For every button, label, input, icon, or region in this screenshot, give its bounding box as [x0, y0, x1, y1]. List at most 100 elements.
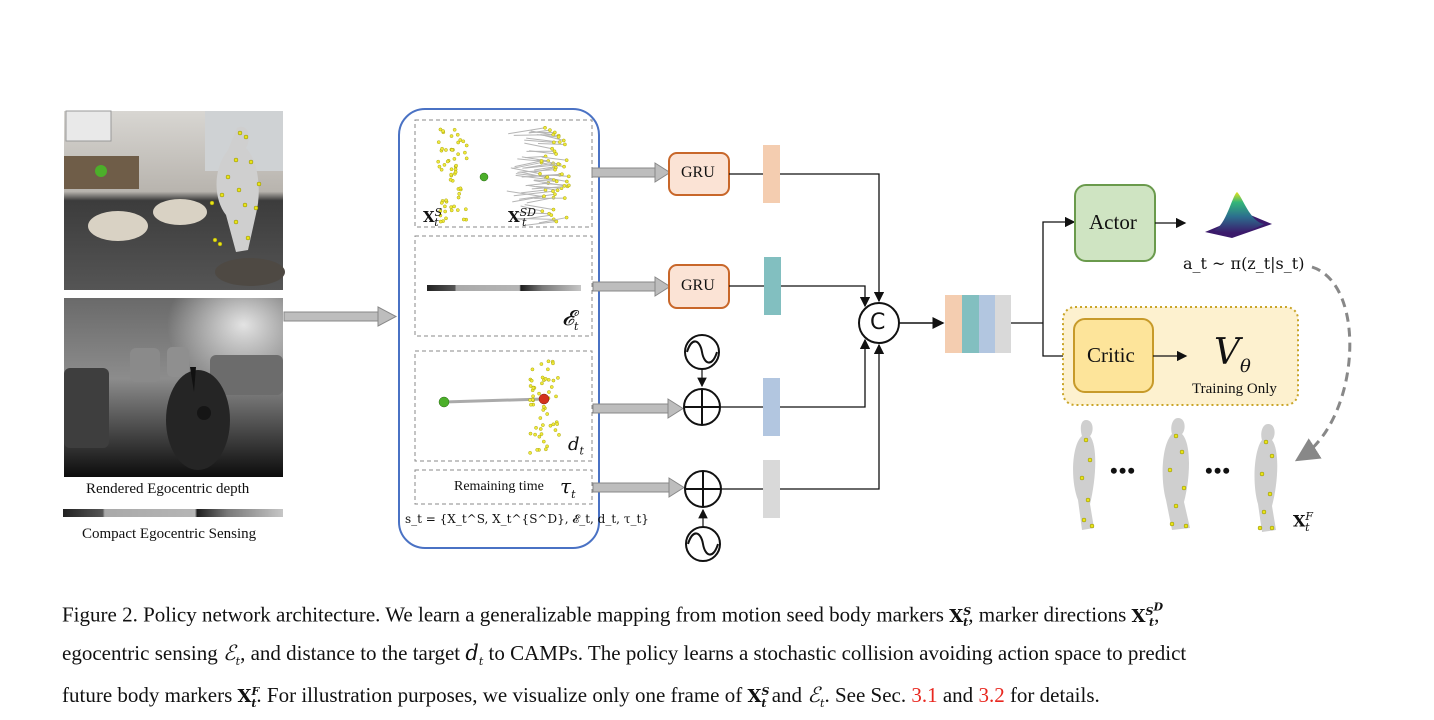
marker-point	[541, 423, 544, 426]
marker-point	[458, 192, 461, 195]
marker-point	[546, 445, 549, 448]
marker-directions-label: XSDt	[508, 206, 540, 229]
marker-point	[440, 147, 443, 150]
marker-point	[550, 214, 553, 217]
input-arrow	[284, 307, 396, 326]
marker-point	[556, 189, 559, 192]
marker-point	[540, 432, 543, 435]
marker-point	[529, 451, 532, 454]
marker-point	[555, 180, 558, 183]
feedback-dashed-arrow	[1300, 267, 1350, 458]
future-markers-label: XFt	[1293, 510, 1317, 534]
marker-point	[563, 197, 566, 200]
critic-label: Critic	[1087, 343, 1135, 368]
marker-point	[552, 196, 555, 199]
marker-point	[532, 386, 535, 389]
marker-point	[540, 382, 543, 385]
add-icon-2	[685, 471, 721, 507]
marker-point	[550, 385, 553, 388]
marker-point	[446, 160, 449, 163]
marker-point	[459, 187, 462, 190]
marker-point	[444, 148, 447, 151]
tau-symbol: τt	[560, 474, 576, 501]
marker-point	[531, 395, 534, 398]
marker-point	[562, 139, 565, 142]
marker-point	[539, 416, 542, 419]
marker-point	[551, 147, 554, 150]
marker-point	[546, 175, 549, 178]
marker-point	[544, 448, 547, 451]
marker-point	[557, 162, 560, 165]
marker-point	[549, 424, 552, 427]
marker-point	[438, 165, 441, 168]
marker-point	[552, 423, 555, 426]
marker-point	[538, 172, 541, 175]
marker-point	[567, 184, 570, 187]
marker-point	[554, 395, 557, 398]
depth-image	[64, 298, 283, 477]
arrow-2	[593, 277, 670, 296]
marker-point	[565, 159, 568, 162]
future-marker-point	[1260, 472, 1264, 476]
compact-sensing-bar	[63, 509, 283, 517]
marker-point	[439, 128, 442, 131]
concat-label: C	[870, 310, 885, 335]
marker-point	[445, 199, 448, 202]
future-marker-point	[1088, 458, 1092, 462]
marker-point	[538, 435, 541, 438]
distance-symbol: dt	[568, 434, 584, 458]
direction-line	[514, 135, 553, 136]
marker-point	[529, 403, 532, 406]
marker-point	[453, 205, 456, 208]
marker-point	[451, 148, 454, 151]
marker-point	[540, 159, 543, 162]
marker-point	[453, 128, 456, 131]
marker-point	[542, 440, 545, 443]
action-distribution-plot	[1205, 192, 1272, 238]
future-marker-point	[1170, 522, 1174, 526]
actor-label: Actor	[1089, 210, 1137, 235]
marker-point	[449, 178, 452, 181]
concatenated-feature	[945, 295, 1011, 353]
marker-point	[541, 210, 544, 213]
section-ref-3-2[interactable]: 3.2	[978, 683, 1004, 707]
future-marker-point	[1258, 526, 1262, 530]
marker-point	[453, 157, 456, 160]
marker-point	[563, 184, 566, 187]
gru-label-1: GRU	[681, 164, 715, 182]
arrow-4	[593, 478, 684, 497]
marker-point	[557, 135, 560, 138]
seed-markers-label: XSt	[423, 206, 447, 229]
training-only-label: Training Only	[1192, 381, 1277, 398]
figure-caption: Figure 2. Policy network architecture. W…	[62, 592, 1382, 720]
add-icon-1	[684, 389, 720, 425]
marker-point	[534, 426, 537, 429]
marker-point	[450, 134, 453, 137]
marker-point	[454, 164, 457, 167]
marker-point	[567, 175, 570, 178]
marker-point	[546, 368, 549, 371]
marker-point	[457, 196, 460, 199]
feature-vector-1	[763, 145, 780, 203]
marker-point	[565, 180, 568, 183]
future-marker-point	[1184, 524, 1188, 528]
future-marker-point	[1090, 524, 1094, 528]
marker-point	[450, 209, 453, 212]
marker-point	[551, 190, 554, 193]
feature-vector-4	[763, 460, 780, 518]
future-marker-point	[1174, 504, 1178, 508]
section-ref-3-1[interactable]: 3.1	[911, 683, 937, 707]
marker-point	[465, 157, 468, 160]
marker-point	[543, 126, 546, 129]
marker-point	[548, 129, 551, 132]
marker-point	[457, 153, 460, 156]
marker-point	[547, 390, 550, 393]
pelvis-point	[539, 394, 549, 404]
marker-point	[552, 379, 555, 382]
sensing-label: Compact Egocentric Sensing	[82, 526, 256, 543]
sensing-symbol: 𝓔t	[562, 306, 578, 333]
future-marker-point	[1182, 486, 1186, 490]
marker-point	[547, 378, 550, 381]
positional-encoding-icon-1	[685, 335, 719, 369]
caption-line-3: future body markers XFt. For illustratio…	[62, 677, 1382, 719]
